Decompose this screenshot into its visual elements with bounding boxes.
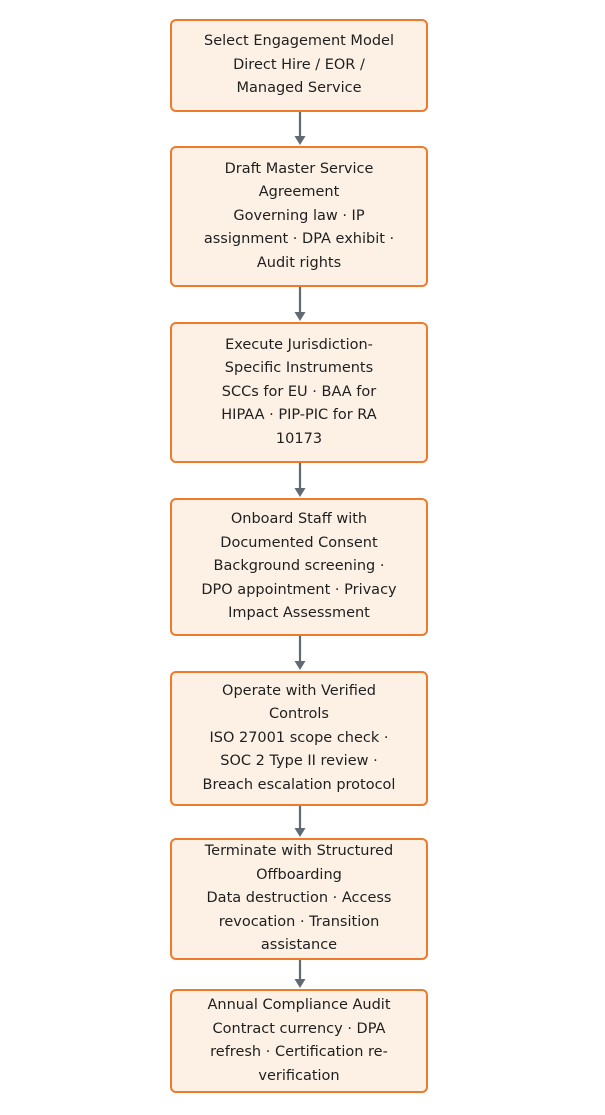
step-draft-master-service-agreement: Draft Master Service Agreement Governing… [170,146,428,287]
step-line: Execute Jurisdiction- [225,336,373,353]
step-line: Draft Master Service [224,160,374,177]
step-line: Controls [269,706,329,723]
step-line: Background screening · [213,558,385,575]
step-line: DPO appointment · Privacy [201,581,397,598]
step-line: Impact Assessment [228,605,370,622]
arrow-head [294,828,306,837]
step-line: Onboard Staff with [230,511,368,528]
step-line: Offboarding [256,866,342,883]
arrow-head [294,488,306,497]
step-line: Audit rights [256,254,342,271]
arrow-icon [294,960,306,988]
step-execute-jurisdiction-instruments: Execute Jurisdiction- Specific Instrumen… [170,322,428,463]
arrow-icon [294,806,306,837]
step-line: Operate with Verified [222,682,376,699]
arrow-connector [293,287,307,322]
arrow-head [294,312,306,321]
arrow-icon [294,112,306,145]
step-line: refresh · Certification re- [210,1044,388,1060]
step-line: Data destruction · Access [206,890,392,907]
step-select-engagement-model: Select Engagement Model Direct Hire / EO… [170,19,428,112]
step-line: Annual Compliance Audit [207,997,391,1013]
step-terminate-offboarding: Terminate with Structured Offboarding Da… [170,838,428,960]
step-line: Contract currency · DPA [212,1020,386,1037]
step-line: Breach escalation protocol [202,776,396,793]
step-line: Agreement [258,184,340,201]
arrow-head [294,136,306,145]
step-line: Select Engagement Model [204,33,394,50]
arrow-head [294,661,306,670]
arrow-head [294,979,306,988]
step-onboard-staff: Onboard Staff with Documented Consent Ba… [170,498,428,636]
arrow-icon [294,636,306,670]
step-line: Direct Hire / EOR / [233,56,365,73]
step-operate-verified-controls: Operate with Verified Controls ISO 27001… [170,671,428,806]
arrow-connector [293,960,307,989]
arrow-icon [294,287,306,321]
step-annual-compliance-audit: Annual Compliance Audit Contract currenc… [170,989,428,1093]
arrow-connector [293,463,307,498]
arrow-connector [293,636,307,671]
step-line: verification [258,1067,340,1084]
step-line: assignment · DPA exhibit · [203,231,395,248]
step-line: Documented Consent [220,534,378,551]
step-line: ISO 27001 scope check · [209,729,389,746]
step-line: revocation · Transition [218,913,380,930]
arrow-connector [293,806,307,838]
step-line: SCCs for EU · BAA for [221,383,377,400]
step-line: Managed Service [236,80,362,97]
step-line: Specific Instruments [224,360,374,377]
step-line: Governing law · IP [233,207,365,224]
step-line: assistance [260,937,338,954]
arrow-icon [294,463,306,497]
arrow-connector [293,112,307,146]
step-line: 10173 [275,430,323,447]
step-line: HIPAA · PIP-PIC for RA [221,407,377,424]
step-line: Terminate with Structured [204,843,394,860]
step-line: SOC 2 Type II review · [220,753,378,770]
